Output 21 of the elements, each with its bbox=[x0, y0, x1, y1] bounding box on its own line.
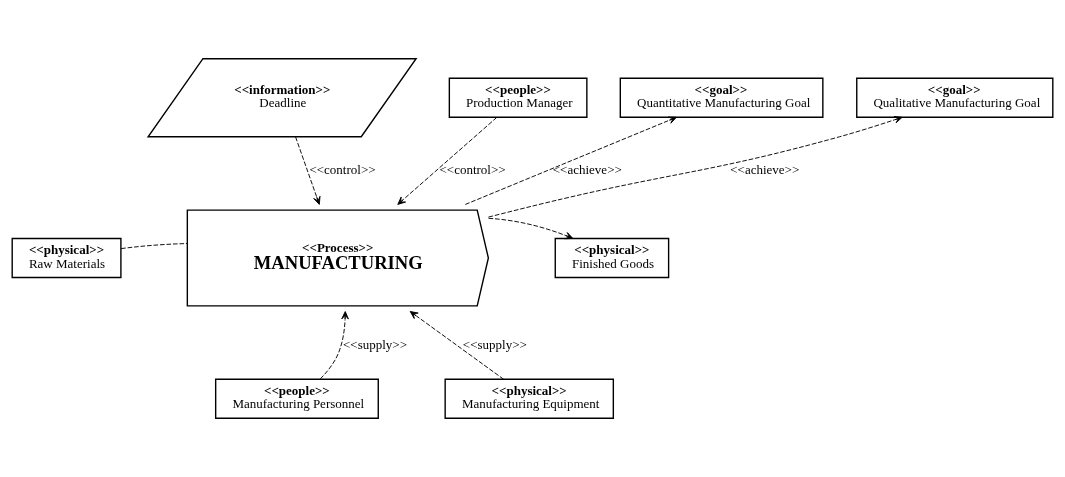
arrow bbox=[464, 116, 677, 205]
arrow bbox=[487, 116, 903, 218]
edge-label: <<supply>> bbox=[462, 336, 527, 352]
node-box: <<physical>> Manufacturing Equipment bbox=[444, 378, 615, 419]
node-box: <<people>> Manufacturing Personnel bbox=[214, 378, 379, 419]
arrow bbox=[409, 311, 505, 380]
arrow bbox=[397, 117, 498, 205]
edge-label: <<control>> bbox=[309, 162, 376, 178]
edge-label: <<achieve>> bbox=[730, 162, 800, 178]
edge-label: <<supply>> bbox=[343, 336, 408, 352]
node-box: <<people>> Production Manager bbox=[448, 77, 588, 118]
connector bbox=[120, 243, 188, 250]
node-box: <<physical>> Raw Materials bbox=[11, 237, 122, 279]
arrow bbox=[295, 136, 321, 205]
node-box: <<goal>> Quantitative Manufacturing Goal bbox=[619, 77, 824, 118]
arrow bbox=[488, 217, 574, 240]
edge-label: <<achieve>> bbox=[552, 162, 622, 178]
edge-label: <<control>> bbox=[439, 162, 506, 178]
arrow bbox=[319, 311, 349, 380]
node-box: <<physical>> Finished Goods bbox=[554, 237, 670, 279]
node-box: <<goal>> Qualitative Manufacturing Goal bbox=[856, 77, 1054, 118]
